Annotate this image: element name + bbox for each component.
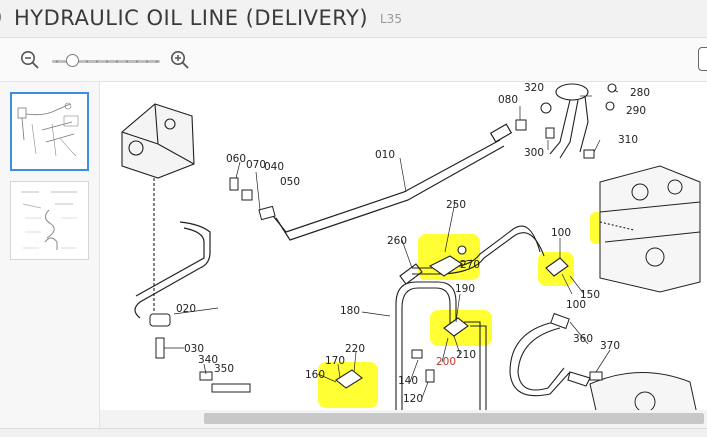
title-bullet-icon: ) <box>0 5 3 30</box>
zoom-toolbar <box>0 38 707 82</box>
callout-280: 280 <box>630 87 650 99</box>
callout-060: 060 <box>226 153 246 165</box>
delivery-pipe-180 <box>395 281 487 428</box>
zoom-out-icon[interactable] <box>20 50 40 70</box>
callout-210: 210 <box>456 349 476 361</box>
callout-020: 020 <box>176 303 196 315</box>
callout-170: 170 <box>325 355 345 367</box>
callout-050: 050 <box>280 176 300 188</box>
delivery-pipe-010 <box>134 123 513 319</box>
diagram-drawing: 010 020 030 040 050 060 070 080 100 100 … <box>121 82 701 428</box>
callout-labels: 010 020 030 040 050 060 070 080 100 100 … <box>176 82 650 405</box>
callout-200: 200 <box>436 356 456 368</box>
fittings <box>149 102 603 393</box>
callout-320: 320 <box>524 82 544 94</box>
callout-120: 120 <box>403 393 423 405</box>
highlighted-connectors <box>335 221 635 389</box>
zoom-in-icon[interactable] <box>170 50 190 70</box>
zoom-slider[interactable] <box>52 54 160 67</box>
horizontal-scrollbar-thumb[interactable] <box>204 413 704 424</box>
thumbnail-page-2[interactable] <box>10 181 89 260</box>
callout-150: 150 <box>580 289 600 301</box>
callout-040: 040 <box>264 161 284 173</box>
flex-hose-360 <box>509 321 591 397</box>
panel-toggle-button[interactable] <box>698 47 707 71</box>
leader-lines <box>164 89 619 399</box>
hydraulic-pump <box>121 103 195 312</box>
callout-270: 270 <box>460 259 480 271</box>
thumbnail-page-1[interactable] <box>10 92 89 171</box>
callout-340: 340 <box>198 354 218 366</box>
thumbnail-1-preview <box>17 102 79 157</box>
bottom-status-bar <box>0 428 707 437</box>
control-valve <box>589 165 701 428</box>
callout-220: 220 <box>345 343 365 355</box>
callout-370: 370 <box>600 340 620 352</box>
callout-300: 300 <box>524 147 544 159</box>
slider-ticks <box>52 60 160 63</box>
callout-080: 080 <box>498 94 518 106</box>
callout-100a: 100 <box>551 227 571 239</box>
callout-010: 010 <box>375 149 395 161</box>
callout-100b: 100 <box>566 299 586 311</box>
support-bracket-320 <box>549 83 617 159</box>
callout-250: 250 <box>446 199 466 211</box>
horizontal-scrollbar[interactable] <box>100 410 707 428</box>
callout-290: 290 <box>626 105 646 117</box>
callout-350: 350 <box>214 363 234 375</box>
callout-190: 190 <box>455 283 475 295</box>
callout-140: 140 <box>398 375 418 387</box>
callout-030: 030 <box>184 343 204 355</box>
parts-diagram: 010 020 030 040 050 060 070 080 100 100 … <box>100 82 707 428</box>
callout-310: 310 <box>618 134 638 146</box>
callout-260: 260 <box>387 235 407 247</box>
callout-160: 160 <box>305 369 325 381</box>
title-bar: ) HYDRAULIC OIL LINE (DELIVERY) L35 <box>0 0 707 38</box>
callout-180: 180 <box>340 305 360 317</box>
thumbnail-2-preview <box>21 191 77 250</box>
zoom-slider-handle[interactable] <box>66 54 79 67</box>
thumbnail-panel <box>0 82 100 428</box>
section-code: L35 <box>380 12 402 26</box>
page-title: HYDRAULIC OIL LINE (DELIVERY) <box>14 6 369 30</box>
callout-070: 070 <box>246 159 266 171</box>
callout-360: 360 <box>573 333 593 345</box>
